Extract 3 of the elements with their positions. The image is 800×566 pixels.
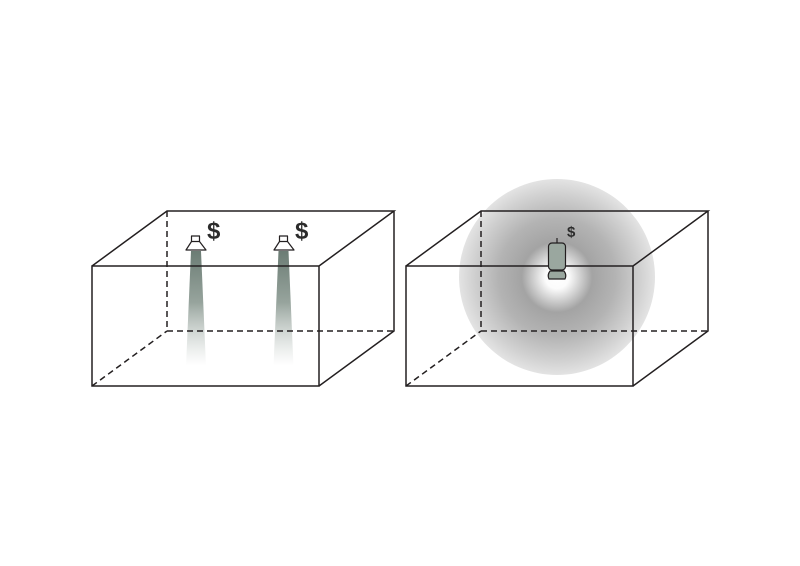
dollar-sign: $ xyxy=(207,220,220,244)
dollar-sign: $ xyxy=(295,220,308,244)
dollar-sign: $ xyxy=(567,225,576,240)
